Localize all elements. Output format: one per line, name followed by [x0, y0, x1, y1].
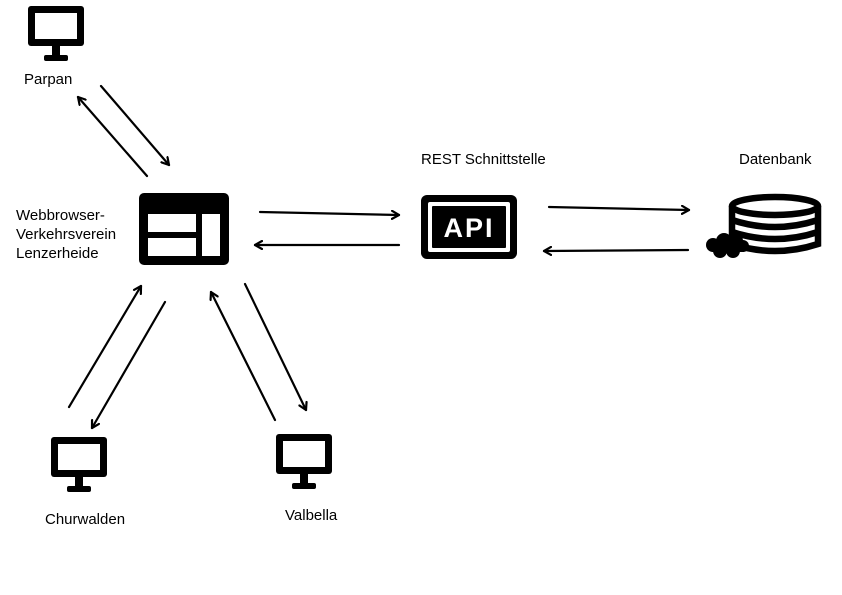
churwalden-label: Churwalden	[45, 511, 126, 528]
api-icon: API	[421, 195, 517, 259]
arrow-parpan-to-webbrowser	[99, 84, 171, 167]
parpan-monitor-icon	[28, 6, 84, 61]
churwalden-monitor-icon	[51, 437, 107, 492]
webbrowser-label-line-1: Webbrowser-	[16, 207, 105, 224]
arrow-webbrowser-to-valbella	[243, 282, 306, 412]
parpan-label: Parpan	[24, 71, 73, 88]
api-title-label: REST Schnittstelle	[421, 151, 546, 168]
cloud-icon	[706, 233, 749, 258]
browser-window-icon	[139, 193, 229, 265]
datenbank-label: Datenbank	[739, 151, 812, 168]
arrow-webbrowser-to-parpan	[76, 95, 149, 178]
arrow-valbella-to-webbrowser	[211, 290, 277, 422]
arrow-webbrowser-to-churwalden	[90, 300, 167, 430]
arrow-datenbank-to-api	[542, 250, 690, 251]
valbella-label: Valbella	[285, 507, 338, 524]
arrow-webbrowser-to-api	[258, 212, 401, 215]
arrow-churwalden-to-webbrowser	[67, 284, 143, 409]
webbrowser-label-line-3: Lenzerheide	[16, 245, 99, 262]
arrow-api-to-datenbank	[547, 207, 691, 210]
webbrowser-label-line-2: Verkehrsverein	[16, 226, 117, 243]
valbella-monitor-icon	[276, 434, 332, 489]
api-badge-text: API	[443, 213, 494, 243]
